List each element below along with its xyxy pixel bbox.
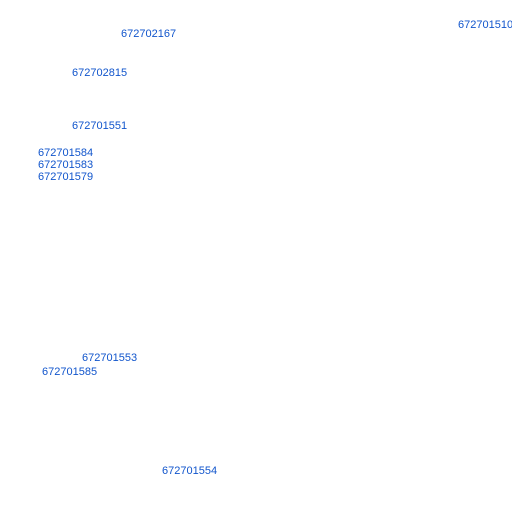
link-672701510[interactable]: 672701510: [458, 19, 512, 31]
link-672702815[interactable]: 672702815: [72, 67, 128, 79]
link-672701551[interactable]: 672701551: [72, 120, 128, 132]
link-672701583[interactable]: 672701583: [38, 159, 94, 171]
link-672701554[interactable]: 672701554: [162, 465, 218, 477]
link-672701579[interactable]: 672701579: [38, 171, 94, 183]
link-672701553[interactable]: 672701553: [82, 352, 138, 364]
link-672702167[interactable]: 672702167: [121, 28, 177, 40]
link-672701585[interactable]: 672701585: [42, 366, 98, 378]
link-672701584[interactable]: 672701584: [38, 147, 94, 159]
